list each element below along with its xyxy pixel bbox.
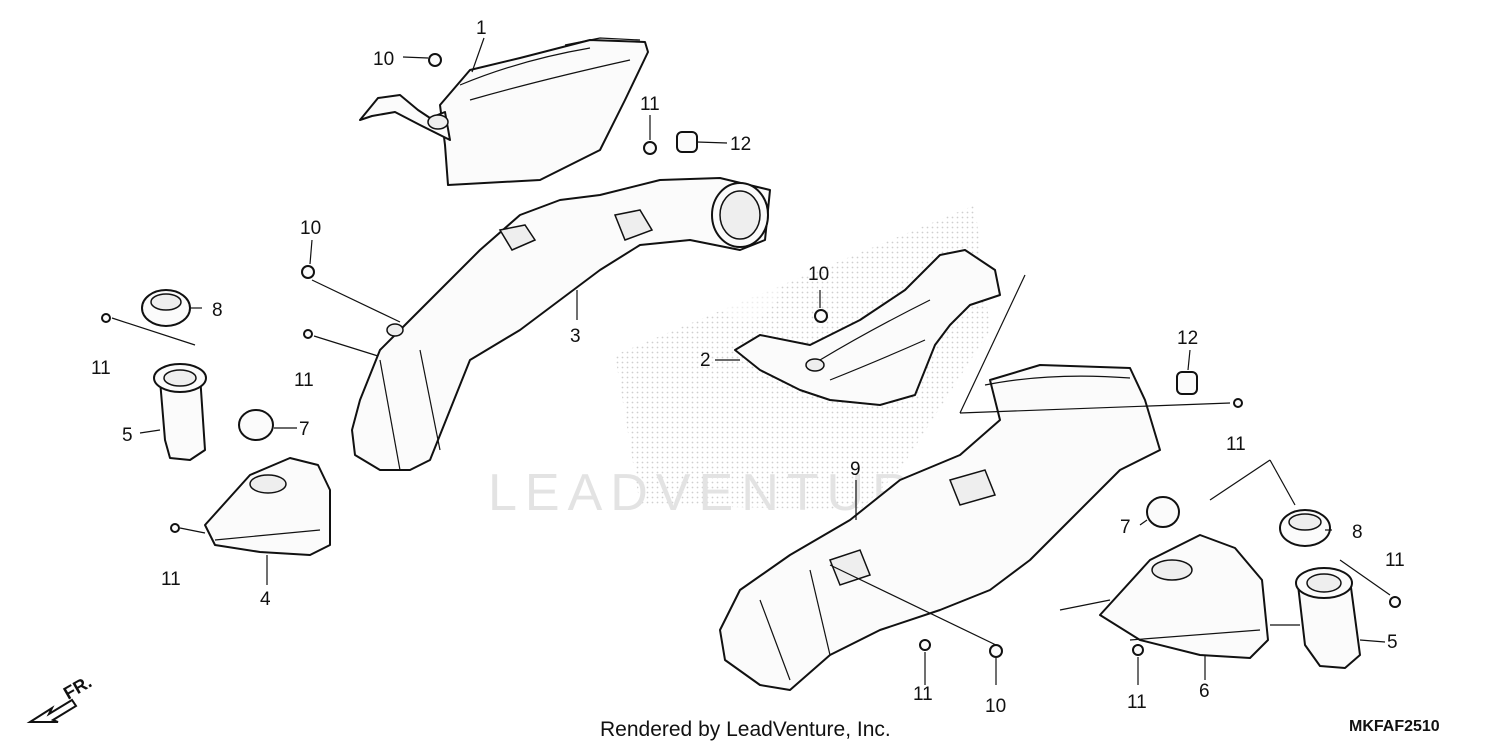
callout-11: 11 [1127,692,1147,713]
callout-3: 3 [570,326,581,347]
callout-8: 8 [1352,522,1363,543]
callout-11: 11 [294,370,314,391]
callout-11: 11 [161,569,181,590]
part-5-right-tube [1295,567,1361,669]
part-6-right-chamber [1099,534,1269,659]
front-direction-arrow: FR. [26,672,95,723]
part-8-grommet-right [1279,509,1331,547]
callout-5: 5 [1387,632,1398,653]
part-2-bracket-cover [734,249,1001,406]
callout-10: 10 [808,264,829,285]
fasteners [101,53,1401,658]
callout-1: 1 [476,18,487,39]
callout-11: 11 [913,684,933,705]
callout-8: 8 [212,300,223,321]
callout-7: 7 [1120,517,1131,538]
callout-10: 10 [373,49,394,70]
callout-6: 6 [1199,681,1210,702]
part-12-rubber-right [1176,371,1198,395]
callout-4: 4 [260,589,271,610]
callout-12: 12 [1177,328,1198,349]
part-5-left-tube [153,363,207,461]
callout-11: 11 [1226,434,1246,455]
callout-11: 11 [640,94,660,115]
leader-lines [111,37,1391,685]
callout-9: 9 [850,459,861,480]
rendered-by-credit: Rendered by LeadVenture, Inc. [600,718,891,741]
front-label: FR. [60,672,95,704]
callout-11: 11 [91,358,111,379]
part-9-right-air-duct [719,364,1161,691]
callout-11: 11 [1385,550,1405,571]
part-1-upper-cover [359,37,649,186]
callout-5: 5 [122,425,133,446]
diagram-code: MKFAF2510 [1349,718,1440,735]
callout-10: 10 [300,218,321,239]
callout-labels: 1 10 11 12 10 8 11 11 3 5 7 11 4 10 2 12… [91,18,1405,717]
part-12-rubber-top [676,131,698,153]
part-4-left-chamber [204,457,331,556]
callout-2: 2 [700,350,711,371]
callout-7: 7 [299,419,310,440]
part-3-left-air-duct [351,177,771,471]
part-8-grommet-left [141,289,191,327]
part-7-plug-left [238,409,274,441]
part-7-plug-right [1146,496,1180,528]
callout-10: 10 [985,696,1006,717]
callout-12: 12 [730,134,751,155]
